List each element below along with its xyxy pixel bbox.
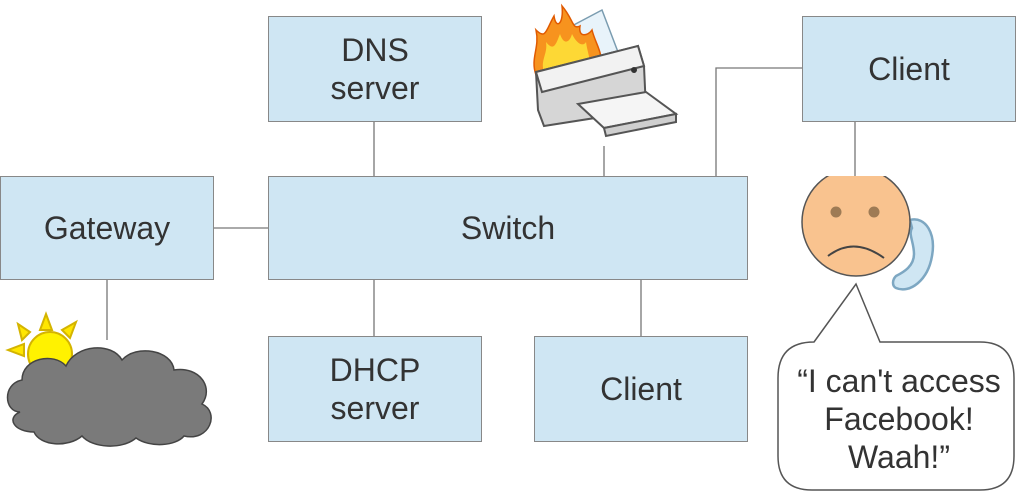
speech-line-1: “I can't access [797, 363, 1001, 399]
telephone-handset-icon [891, 218, 935, 291]
client-bottom-box: Client [534, 336, 748, 442]
speech-line-3: Waah!” [848, 439, 950, 475]
client-top-label: Client [868, 51, 950, 87]
speech-bubble-text: “I can't access Facebook! Waah!” [774, 362, 1024, 476]
switch-label: Switch [460, 210, 556, 246]
link-client-top-switch [715, 67, 802, 176]
dns-server-label-line1: DNS [341, 32, 409, 68]
gateway-box: Gateway [0, 176, 214, 280]
speech-line-2: Facebook! [824, 401, 974, 437]
client-top-box: Client [802, 16, 1016, 122]
dhcp-server-label-line1: DHCP [329, 352, 421, 388]
sad-face-icon [801, 176, 911, 277]
speech-bubble-icon [777, 282, 1015, 491]
printer-on-fire-icon [533, 3, 679, 138]
client-bottom-label: Client [600, 371, 682, 407]
dns-server-label-line2: server [330, 70, 420, 106]
sad-user-icon [801, 176, 935, 291]
internet-cloud-icon [5, 311, 212, 447]
switch-box: Switch [268, 176, 748, 280]
storm-cloud-icon [6, 347, 212, 447]
dhcp-server-label-line2: server [330, 390, 420, 426]
gateway-label: Gateway [43, 210, 171, 246]
